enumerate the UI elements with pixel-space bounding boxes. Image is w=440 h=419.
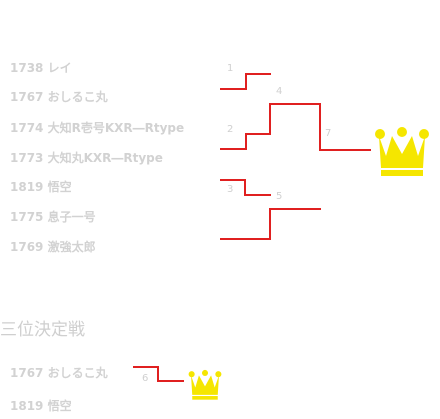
match-5-line-bottom	[220, 208, 271, 240]
match-6-line	[133, 366, 184, 382]
match-2-line-top	[245, 103, 271, 135]
player-1774: 1774 大知R壱号KXR―Rtype	[10, 121, 185, 135]
match-number-2: 2	[227, 124, 234, 135]
third-place-player-1819: 1819 悟空	[10, 399, 72, 413]
match-number-7: 7	[325, 128, 332, 139]
third-place-player-1767: 1767 おしるこ丸	[10, 366, 108, 380]
third-place-crown-icon	[188, 369, 222, 400]
match-number-3: 3	[227, 184, 234, 195]
match-3-line	[220, 179, 271, 196]
player-1775: 1775 息子一号	[10, 210, 96, 224]
match-number-6: 6	[142, 373, 149, 384]
match-4-line-winner	[319, 103, 371, 151]
third-place-title: 三位決定戦	[0, 320, 85, 340]
match-1-line-bottom	[220, 73, 247, 90]
match-number-5: 5	[276, 191, 283, 202]
match-number-1: 1	[227, 63, 234, 74]
player-1769: 1769 激強太郎	[10, 240, 96, 254]
player-1767: 1767 おしるこ丸	[10, 90, 108, 104]
crown-icon	[375, 127, 429, 176]
match-number-4: 4	[276, 86, 283, 97]
player-1738: 1738 レイ	[10, 61, 72, 75]
player-1819: 1819 悟空	[10, 180, 72, 194]
player-1773: 1773 大知丸KXR―Rtype	[10, 151, 163, 165]
match-2-line-bottom	[220, 133, 247, 150]
